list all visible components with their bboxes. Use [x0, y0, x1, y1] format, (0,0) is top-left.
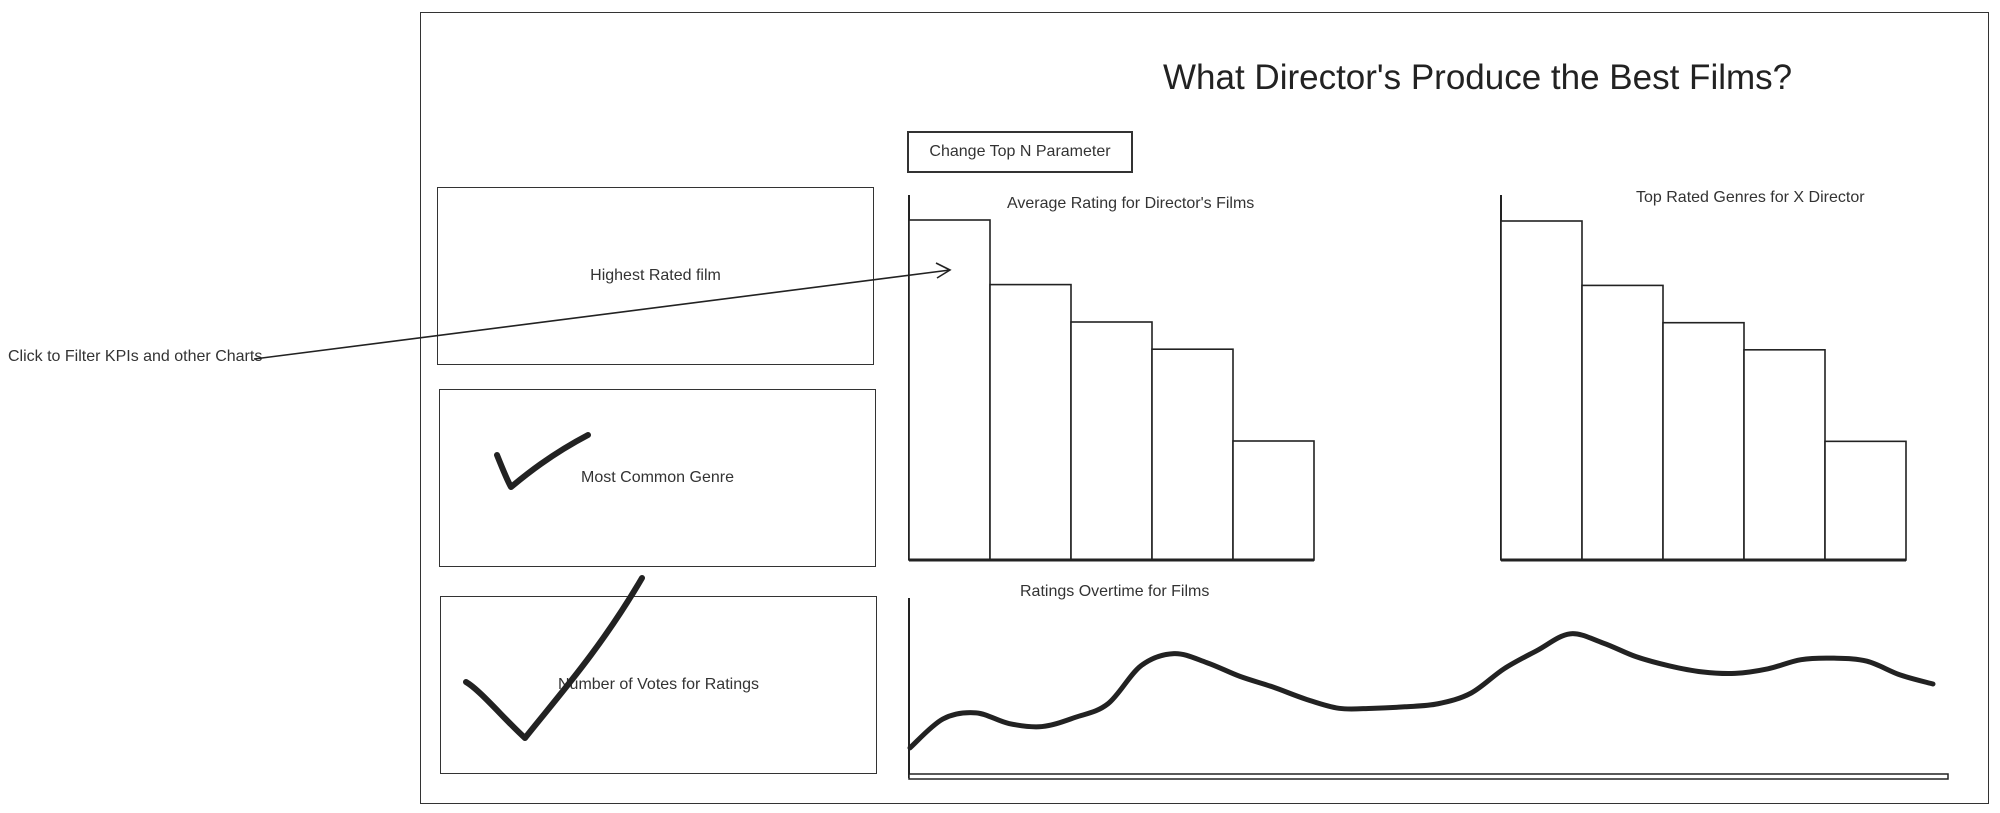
- bar[interactable]: [1232, 440, 1315, 561]
- change-top-n-button[interactable]: Change Top N Parameter: [907, 131, 1133, 173]
- bar[interactable]: [989, 283, 1072, 561]
- kpi-number-of-votes[interactable]: Number of Votes for Ratings: [440, 596, 877, 774]
- bar[interactable]: [1500, 220, 1583, 561]
- checkmark-icon: [494, 432, 591, 490]
- kpi-highest-rated-film[interactable]: Highest Rated film: [437, 187, 874, 365]
- dashboard-frame: [420, 12, 1989, 804]
- chart-title-avg-rating: Average Rating for Director's Films: [1007, 195, 1255, 212]
- bar[interactable]: [1070, 321, 1153, 561]
- checkmark-icon: [463, 575, 645, 741]
- bar[interactable]: [1662, 321, 1745, 561]
- bar-chart-avg-rating: [908, 195, 1315, 562]
- bar[interactable]: [1824, 440, 1907, 561]
- ratings-line: [907, 631, 1936, 751]
- bar[interactable]: [1581, 284, 1664, 561]
- bar[interactable]: [1743, 349, 1826, 561]
- kpi-label: Highest Rated film: [590, 267, 721, 284]
- chart-title-top-genres: Top Rated Genres for X Director: [1636, 189, 1865, 206]
- annotation-arrow: [253, 262, 952, 360]
- x-axis: [908, 773, 1949, 780]
- bar[interactable]: [1151, 348, 1234, 561]
- line-chart-ratings-overtime: [907, 598, 1949, 780]
- annotation-text: Click to Filter KPIs and other Charts: [8, 348, 263, 365]
- bar-chart-top-genres: [1500, 195, 1907, 562]
- kpi-most-common-genre[interactable]: Most Common Genre: [439, 389, 876, 567]
- kpi-label: Number of Votes for Ratings: [558, 676, 759, 693]
- page-title: What Director's Produce the Best Films?: [1163, 58, 1793, 97]
- chart-title-ratings-overtime: Ratings Overtime for Films: [1020, 583, 1210, 600]
- kpi-label: Most Common Genre: [581, 469, 734, 486]
